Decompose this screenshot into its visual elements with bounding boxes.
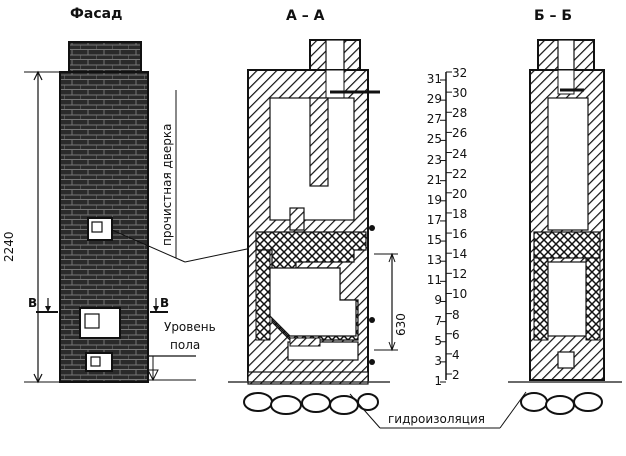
section-bb-view bbox=[508, 39, 622, 415]
course-number-odd: 15 bbox=[426, 233, 442, 248]
floor-level-label-line1: Уровень bbox=[164, 320, 216, 334]
cleaning-door-label: прочистная дверка bbox=[160, 123, 174, 246]
foundation-stones-bb bbox=[520, 392, 603, 415]
course-number-odd: 9 bbox=[434, 293, 442, 308]
course-number-odd: 29 bbox=[426, 92, 442, 107]
title-section-bb: Б – Б bbox=[534, 8, 573, 24]
course-number-even: 24 bbox=[452, 146, 468, 161]
course-number-odd: 23 bbox=[426, 152, 442, 167]
course-number-odd: 27 bbox=[426, 112, 442, 127]
course-number-odd: 31 bbox=[426, 72, 442, 86]
facade-chimney bbox=[68, 41, 142, 73]
course-number-even: 22 bbox=[452, 166, 468, 181]
course-number-even: 32 bbox=[452, 66, 468, 80]
course-number-even: 26 bbox=[452, 126, 468, 141]
course-number-even: 18 bbox=[452, 206, 468, 221]
waterproofing-label: гидроизоляция bbox=[388, 412, 485, 426]
title-section-aa: А – А bbox=[286, 8, 325, 24]
title-facade: Фасад bbox=[70, 6, 123, 22]
course-number-even: 16 bbox=[452, 227, 468, 242]
facade-view bbox=[24, 41, 367, 384]
course-number-odd: 25 bbox=[426, 132, 442, 147]
height-dimension-label: 2240 bbox=[2, 231, 16, 262]
section-marker-left: В bbox=[28, 296, 38, 310]
course-number-odd: 13 bbox=[426, 253, 442, 268]
course-number-odd: 5 bbox=[434, 333, 442, 348]
floor-level-label-line2: пола bbox=[170, 338, 201, 352]
course-number-even: 30 bbox=[452, 86, 468, 101]
course-number-even: 2 bbox=[452, 368, 460, 382]
course-number-odd: 7 bbox=[434, 313, 442, 328]
course-number-even: 12 bbox=[452, 267, 468, 282]
course-number-odd: 17 bbox=[426, 212, 442, 227]
section-marker-right: В bbox=[160, 296, 170, 310]
course-number-odd: 3 bbox=[434, 353, 442, 368]
course-number-even: 10 bbox=[452, 287, 468, 302]
course-number-even: 28 bbox=[452, 106, 468, 121]
course-number-even: 8 bbox=[452, 307, 460, 322]
course-number-odd: 1 bbox=[434, 374, 442, 388]
course-number-even: 20 bbox=[452, 186, 468, 201]
course-number-odd: 21 bbox=[426, 172, 442, 187]
dimension-630-label: 630 bbox=[394, 313, 408, 336]
course-number-even: 6 bbox=[452, 327, 460, 342]
section-aa-view bbox=[228, 39, 398, 415]
course-number-odd: 11 bbox=[426, 273, 442, 288]
course-scale bbox=[440, 71, 452, 383]
course-number-even: 14 bbox=[452, 247, 468, 262]
foundation-stones-aa bbox=[243, 392, 379, 415]
course-number-odd: 19 bbox=[426, 192, 442, 207]
course-number-even: 4 bbox=[452, 347, 460, 362]
